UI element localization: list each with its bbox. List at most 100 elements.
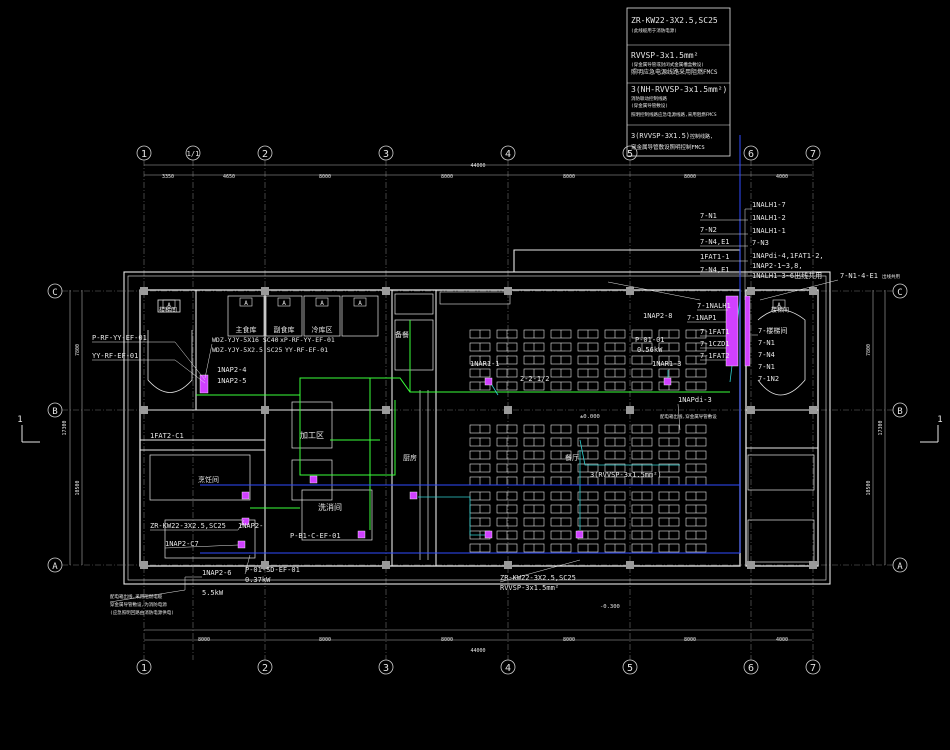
dim-bottom-seg: 4000 (776, 637, 788, 643)
legend-line3-note: 消防联动控制线路 (631, 95, 667, 102)
dim-right-seg: 10500 (866, 480, 872, 495)
nap-w: 7-N1-4-E1 (840, 272, 878, 280)
label-bus: 2-2-1/2 (520, 375, 550, 383)
label-p01-m: P-01-01 (635, 336, 665, 344)
panel-icon (199, 374, 209, 394)
dim-top-seg: 4650 (223, 174, 235, 180)
column (140, 561, 148, 569)
dim-top-seg: 8000 (319, 174, 331, 180)
dim-left-seg: 7800 (75, 344, 81, 356)
junction-icon (237, 540, 246, 549)
label-napdi: 1NAPdi-3 (678, 396, 712, 404)
legend-line3-note3: 照明控制线路应急电源线路,采用阻燃FMCS (631, 111, 717, 118)
legend-line3-note2: (穿金属导管敷设) (631, 102, 668, 109)
legend-line4-tail: 控制线路, (690, 133, 713, 140)
section-mark-right: 1 (920, 415, 943, 443)
main-panel-icon (744, 295, 751, 367)
wires-blue (200, 135, 741, 554)
dim-bottom-seg: 8000 (684, 637, 696, 643)
junction-icon (663, 377, 672, 386)
axis-label-bottom: 7 (810, 663, 816, 674)
tr-sub2: 1FAT1-1 (700, 253, 730, 261)
rp-item: 7-N1 (758, 339, 775, 347)
dim-top-seg: 4000 (776, 174, 788, 180)
junction-icon (484, 530, 493, 539)
axis-bubbles-bottom: 1 2 3 4 5 6 7 (136, 659, 821, 675)
tr-list: 1NALH1-2 (752, 214, 786, 222)
dim-bottom-seg: 8000 (563, 637, 575, 643)
labels: 楼梯间 主食库 副食库 冷库区 加工区 洗消间 烹饪间 备餐 厨房 餐厅 P-R… (92, 201, 900, 616)
axis-label-left: A (52, 562, 58, 572)
dim-top-seg: 8000 (441, 174, 453, 180)
label-nap2-8: 1NAP2-8 (643, 312, 673, 320)
dim-right-total: 17300 (878, 420, 884, 435)
axis-label-top: 5 (627, 149, 633, 160)
column (261, 287, 269, 295)
legend-line1-note: (此线缆用于消防电源) (631, 27, 677, 34)
dining-tables (469, 329, 707, 553)
column (382, 406, 390, 414)
axis-label-bottom: 6 (748, 663, 754, 674)
axis-bubbles-right: C B A (892, 283, 908, 573)
devices (199, 295, 751, 549)
room-serve: 备餐 (395, 330, 409, 339)
door-marker-label: A (244, 300, 248, 307)
stair-label-right: 楼梯间 (771, 306, 789, 314)
rp-item: 7-楼梯间 (758, 326, 787, 335)
dim-top-seg: 3350 (162, 174, 174, 180)
dim-top-seg: 8000 (563, 174, 575, 180)
tr-sub: 7-N2 (700, 226, 717, 234)
axis-label-top: 7 (810, 149, 816, 160)
axis-label-left: B (52, 407, 57, 417)
label-nap2-6: 1NAP2-6 (202, 569, 232, 577)
napdi-top: 1NAPdi-4,1FAT1-2, (752, 252, 824, 260)
dim-bottom-segments: 8000 8000 8000 8000 8000 4000 (198, 637, 788, 643)
axis-label-right: C (897, 288, 902, 298)
legend-line2-note: (穿金属导管或封闭式金属槽盒敷设) (631, 61, 704, 68)
axis-label-bottom: 3 (383, 663, 389, 674)
label-nap2-5: 1NAP2-5 (217, 377, 247, 385)
label-nalh: 7-1NALH1 (697, 302, 731, 310)
dim-left-total: 17300 (62, 420, 68, 435)
column (626, 287, 634, 295)
column (140, 287, 148, 295)
junction-icon (575, 530, 584, 539)
stair-label-left: 楼梯间 (159, 306, 177, 314)
legend-line1: ZR-KW22-3X2.5,SC25 (631, 16, 718, 25)
label-wdz-2b: YY-RF-EF-01 (285, 346, 328, 354)
section-mark-left: 1 (17, 415, 40, 443)
dim-top-segments: 3350 4650 8000 8000 8000 8000 4000 (162, 174, 788, 180)
door-marker-label: A (320, 300, 324, 307)
dim-bottom-total: 44000 (470, 648, 485, 654)
tr-sub: 7-N1 (700, 212, 717, 220)
room-cook: 烹饪间 (198, 475, 219, 484)
label-level-bottom: -0.300 (600, 604, 620, 610)
door-marker-label: A (167, 302, 171, 309)
building-walls (123, 249, 831, 585)
dimension-lines (69, 164, 886, 641)
label-p01-kw: 0.37kW (245, 576, 271, 584)
nap-w-note: 出线共用 (882, 273, 900, 280)
legend-box: ZR-KW22-3X2.5,SC25 (此线缆用于消防电源) RVVSP-3x1… (626, 7, 731, 157)
leader-lines (92, 208, 839, 603)
column (747, 561, 755, 569)
label-nar1: 1NAR1-1 (470, 360, 500, 368)
junction-icon (357, 530, 366, 539)
label-yy-rf: YY-RF-EF-01 (92, 352, 138, 360)
rp-item: 7-N1 (758, 363, 775, 371)
label-nar1-b: 1NAR1-3 (652, 360, 682, 368)
napdi-top3: 1NALH1-3~6出线共用 (752, 271, 822, 280)
label-zr-kw: ZR-KW22-3X2.5,SC25 (150, 522, 226, 530)
column (382, 287, 390, 295)
dim-top-seg: 8000 (684, 174, 696, 180)
axis-label-top: 1 (141, 149, 147, 160)
junction-icon (484, 377, 493, 386)
dim-right-seg: 7800 (866, 344, 872, 356)
tr-sub2: 7-N4,E1 (700, 266, 730, 274)
column (261, 561, 269, 569)
label-rvvsp-bottom: RVVSP-3x1.5mm² (500, 584, 559, 592)
column (382, 561, 390, 569)
column (809, 287, 817, 295)
section-label: 1 (17, 415, 22, 425)
tr-sub: 7-N4,E1 (700, 238, 730, 246)
